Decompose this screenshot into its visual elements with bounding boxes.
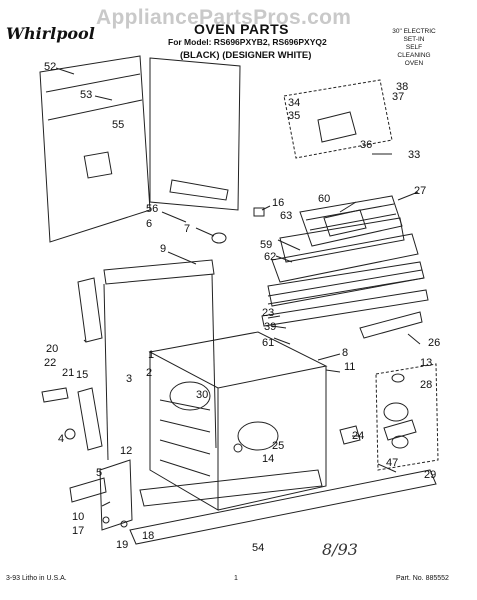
side-note-line: SET-IN [403, 36, 425, 43]
brand-logo: Whirlpool [6, 24, 95, 43]
part-callout-1: 1 [148, 349, 154, 361]
part-callout-54: 54 [252, 542, 264, 554]
part-callout-7: 7 [184, 223, 190, 235]
part-callout-61: 61 [262, 337, 274, 349]
part-callout-25: 25 [272, 440, 284, 452]
part-callout-35: 35 [288, 110, 300, 122]
part-callout-52: 52 [44, 61, 56, 73]
part-callout-13: 13 [420, 357, 432, 369]
part-callout-8: 8 [342, 347, 348, 359]
part-callout-24: 24 [352, 430, 364, 442]
part-callout-14: 14 [262, 453, 274, 465]
part-callout-10: 10 [72, 511, 84, 523]
model-line: For Model: RS696PXYB2, RS696PXYQ2 [168, 37, 327, 47]
part-callout-63: 63 [280, 210, 292, 222]
part-callout-55: 55 [112, 119, 124, 131]
part-callout-22: 22 [44, 357, 56, 369]
part-callout-36: 36 [360, 139, 372, 151]
part-callout-6: 6 [146, 218, 152, 230]
part-callout-16: 16 [272, 197, 284, 209]
part-callout-9: 9 [160, 243, 166, 255]
part-callout-59: 59 [260, 239, 272, 251]
part-callout-4: 4 [58, 433, 64, 445]
side-note-line: 30" ELECTRIC [392, 28, 436, 35]
side-note-line: OVEN [404, 60, 424, 67]
part-callout-26: 26 [428, 337, 440, 349]
side-note-line: CLEANING [397, 52, 431, 59]
part-callout-47: 47 [386, 457, 398, 469]
part-callout-62: 62 [264, 251, 276, 263]
part-callout-27: 27 [414, 185, 426, 197]
part-callout-12: 12 [120, 445, 132, 457]
part-callout-23: 23 [262, 307, 274, 319]
part-callout-3: 3 [126, 373, 132, 385]
color-line: (BLACK) (DESIGNER WHITE) [180, 50, 312, 61]
part-callout-21: 21 [62, 367, 74, 379]
part-callout-19: 19 [116, 539, 128, 551]
watermark-text: AppliancePartsPros.com [96, 6, 352, 29]
part-callout-15: 15 [76, 369, 88, 381]
page-number: 1 [234, 575, 238, 582]
part-number: Part. No. 885552 [396, 575, 449, 582]
part-callout-53: 53 [80, 89, 92, 101]
part-callout-56: 56 [146, 203, 158, 215]
page-title: OVEN PARTS [194, 21, 289, 37]
part-callout-29: 29 [424, 469, 436, 481]
part-callout-60: 60 [318, 193, 330, 205]
part-callout-37: 37 [392, 91, 404, 103]
part-callout-17: 17 [72, 525, 84, 537]
part-callout-33: 33 [408, 149, 420, 161]
part-callout-34: 34 [288, 97, 300, 109]
part-callout-2: 2 [146, 367, 152, 379]
handwritten-date: 8/93 [322, 540, 358, 559]
part-callout-28: 28 [420, 379, 432, 391]
part-callout-11: 11 [344, 361, 355, 373]
part-callout-39: 39 [264, 321, 276, 333]
part-callout-5: 5 [96, 467, 102, 479]
print-info: 3-93 Litho in U.S.A. [6, 575, 67, 582]
part-callout-20: 20 [46, 343, 58, 355]
part-callout-30: 30 [196, 389, 208, 401]
part-callout-18: 18 [142, 530, 154, 542]
part-callout-38: 38 [396, 81, 408, 93]
side-note-line: SELF [405, 44, 423, 51]
